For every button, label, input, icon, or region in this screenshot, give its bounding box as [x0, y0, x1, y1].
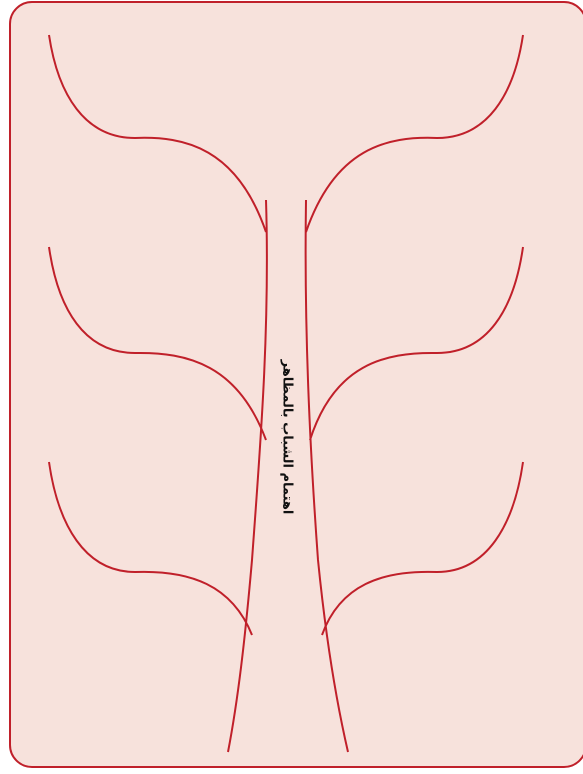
trunk-label: اهتمام الشباب بالمظاهر	[280, 359, 295, 515]
diagram-frame	[10, 2, 583, 767]
